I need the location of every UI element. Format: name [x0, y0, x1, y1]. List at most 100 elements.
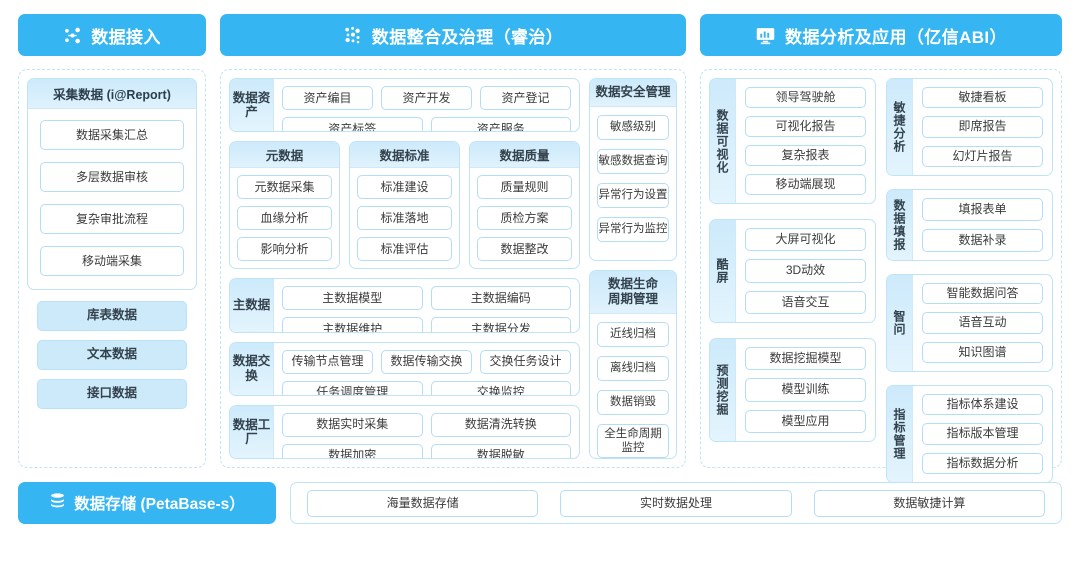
list-item[interactable]: 复杂报表: [745, 145, 866, 166]
database-icon: [49, 492, 66, 514]
row-master-data: 主数据 主数据模型 主数据编码 主数据维护 主数据分发: [229, 278, 580, 333]
card-data-lifecycle: 数据生命 周期管理 近线归档 离线归档 数据销毁 全生命周期 监控: [589, 270, 677, 459]
list-item[interactable]: 敏感级别: [597, 115, 669, 140]
list-item[interactable]: 实时数据处理: [560, 489, 792, 517]
list-item[interactable]: 近线归档: [597, 322, 669, 347]
list-item[interactable]: 资产编目: [282, 86, 373, 110]
list-item[interactable]: 模型应用: [745, 409, 866, 433]
list-item[interactable]: 海量数据存储: [307, 489, 539, 517]
list-item[interactable]: 任务调度管理: [282, 380, 423, 395]
list-item[interactable]: 语音互动: [922, 312, 1043, 334]
list-item[interactable]: 交换任务设计: [480, 349, 571, 374]
group-label: 酷屏: [710, 220, 736, 322]
group-agile-analysis: 敏捷分析 敏捷看板 即席报告 幻灯片报告: [886, 78, 1053, 176]
group-label: 智问: [887, 275, 913, 371]
list-item[interactable]: 数据敏捷计算: [813, 489, 1045, 517]
list-item[interactable]: 数据整改: [477, 237, 572, 262]
list-item[interactable]: 数据实时采集: [282, 412, 423, 437]
list-item[interactable]: 移动端采集: [40, 246, 184, 276]
list-item[interactable]: 数据销毁: [597, 390, 669, 415]
monitor-chart-icon: [755, 25, 776, 46]
list-item[interactable]: 标准评估: [357, 237, 452, 262]
list-item[interactable]: 即席报告: [922, 116, 1043, 138]
list-item[interactable]: 主数据维护: [282, 317, 423, 332]
list-item[interactable]: 移动端展现: [745, 174, 866, 195]
card-data-security: 数据安全管理 敏感级别 敏感数据查询 异常行为设置 异常行为监控: [589, 78, 677, 261]
list-item[interactable]: 领导驾驶舱: [745, 87, 866, 108]
list-item[interactable]: 资产登记: [480, 86, 571, 110]
collect-data-items: 数据采集汇总 多层数据审核 复杂审批流程 移动端采集: [28, 109, 196, 289]
list-item[interactable]: 标准落地: [357, 206, 452, 231]
list-item[interactable]: 数据传输交换: [381, 349, 472, 374]
list-item[interactable]: 文本数据: [37, 340, 187, 370]
card-title: 数据生命 周期管理: [590, 271, 676, 314]
list-item[interactable]: 主数据模型: [282, 286, 423, 311]
list-item[interactable]: 数据采集汇总: [40, 120, 184, 150]
banner-analysis-label: 数据分析及应用（亿信ABI）: [785, 27, 1007, 47]
group-predictive-mining: 预测挖掘 数据挖掘模型 模型训练 模型应用: [709, 338, 876, 442]
storage-items: 海量数据存储 实时数据处理 数据敏捷计算: [290, 482, 1062, 524]
list-item[interactable]: 主数据分发: [430, 317, 571, 332]
row-data-factory: 数据工厂 数据实时采集 数据清洗转换 数据加密 数据脱敏: [229, 404, 580, 459]
card-title: 元数据: [230, 142, 339, 169]
list-item[interactable]: 离线归档: [597, 356, 669, 381]
banner-row: 数据接入 数据整合及治理（睿治）: [18, 14, 1062, 56]
list-item[interactable]: 模型训练: [745, 378, 866, 402]
list-item[interactable]: 标准建设: [357, 175, 452, 200]
list-item[interactable]: 3D动效: [745, 259, 866, 283]
banner-governance[interactable]: 数据整合及治理（睿治）: [220, 14, 686, 56]
list-item[interactable]: 接口数据: [37, 379, 187, 409]
list-item[interactable]: 大屏可视化: [745, 228, 866, 252]
list-item[interactable]: 全生命周期 监控: [597, 424, 669, 458]
card-metadata: 元数据 元数据采集 血缘分析 影响分析: [229, 141, 340, 270]
list-item[interactable]: 复杂审批流程: [40, 204, 184, 234]
list-item[interactable]: 资产开发: [381, 86, 472, 110]
list-item[interactable]: 填报表单: [922, 198, 1043, 221]
card-title: 数据安全管理: [590, 79, 676, 107]
list-item[interactable]: 数据加密: [282, 443, 423, 458]
list-item[interactable]: 数据挖掘模型: [745, 347, 866, 371]
list-item[interactable]: 指标体系建设: [922, 394, 1043, 416]
list-item[interactable]: 异常行为监控: [597, 217, 669, 242]
list-item[interactable]: 传输节点管理: [282, 349, 373, 374]
list-item[interactable]: 血缘分析: [237, 206, 332, 231]
list-item[interactable]: 知识图谱: [922, 341, 1043, 363]
list-item[interactable]: 影响分析: [237, 237, 332, 262]
list-item[interactable]: 交换监控: [430, 380, 571, 395]
group-label: 数据可视化: [710, 79, 736, 203]
list-item[interactable]: 资产标签: [282, 117, 423, 132]
analysis-panel: 数据可视化 领导驾驶舱 可视化报告 复杂报表 移动端展现 酷屏 大屏可: [700, 69, 1062, 483]
list-item[interactable]: 质量规则: [477, 175, 572, 200]
list-item[interactable]: 敏感数据查询: [597, 149, 669, 174]
list-item[interactable]: 语音交互: [745, 290, 866, 314]
governance-panel: 数据资产 资产编目 资产开发 资产登记 资产标签 资产服务: [220, 69, 686, 468]
list-item[interactable]: 主数据编码: [430, 286, 571, 311]
group-data-reporting: 数据填报 填报表单 数据补录: [886, 189, 1053, 261]
dots-network-icon: [343, 25, 363, 45]
list-item[interactable]: 指标数据分析: [922, 452, 1043, 474]
list-item[interactable]: 多层数据审核: [40, 162, 184, 192]
banner-accession[interactable]: 数据接入: [18, 14, 206, 56]
banner-analysis[interactable]: 数据分析及应用（亿信ABI）: [700, 14, 1062, 56]
list-item[interactable]: 库表数据: [37, 301, 187, 331]
list-item[interactable]: 数据补录: [922, 229, 1043, 252]
list-item[interactable]: 数据清洗转换: [430, 412, 571, 437]
list-item[interactable]: 敏捷看板: [922, 87, 1043, 109]
list-item[interactable]: 质检方案: [477, 206, 572, 231]
row-label: 主数据: [230, 279, 274, 332]
meta-card-group: 元数据 元数据采集 血缘分析 影响分析 数据标准 标准建设: [229, 141, 580, 270]
card-data-standard: 数据标准 标准建设 标准落地 标准评估: [349, 141, 460, 270]
list-item[interactable]: 数据脱敏: [430, 443, 571, 458]
row-label: 数据资产: [230, 79, 274, 132]
storage-row: 数据存储 (PetaBase-s） 海量数据存储 实时数据处理 数据敏捷计算: [18, 482, 1062, 524]
source-list: 库表数据 文本数据 接口数据: [27, 298, 197, 409]
list-item[interactable]: 资产服务: [430, 117, 571, 132]
list-item[interactable]: 异常行为设置: [597, 183, 669, 208]
list-item[interactable]: 幻灯片报告: [922, 145, 1043, 167]
list-item[interactable]: 可视化报告: [745, 116, 866, 137]
list-item[interactable]: 指标版本管理: [922, 423, 1043, 445]
list-item[interactable]: 智能数据问答: [922, 283, 1043, 305]
list-item[interactable]: 元数据采集: [237, 175, 332, 200]
banner-storage[interactable]: 数据存储 (PetaBase-s）: [18, 482, 276, 524]
